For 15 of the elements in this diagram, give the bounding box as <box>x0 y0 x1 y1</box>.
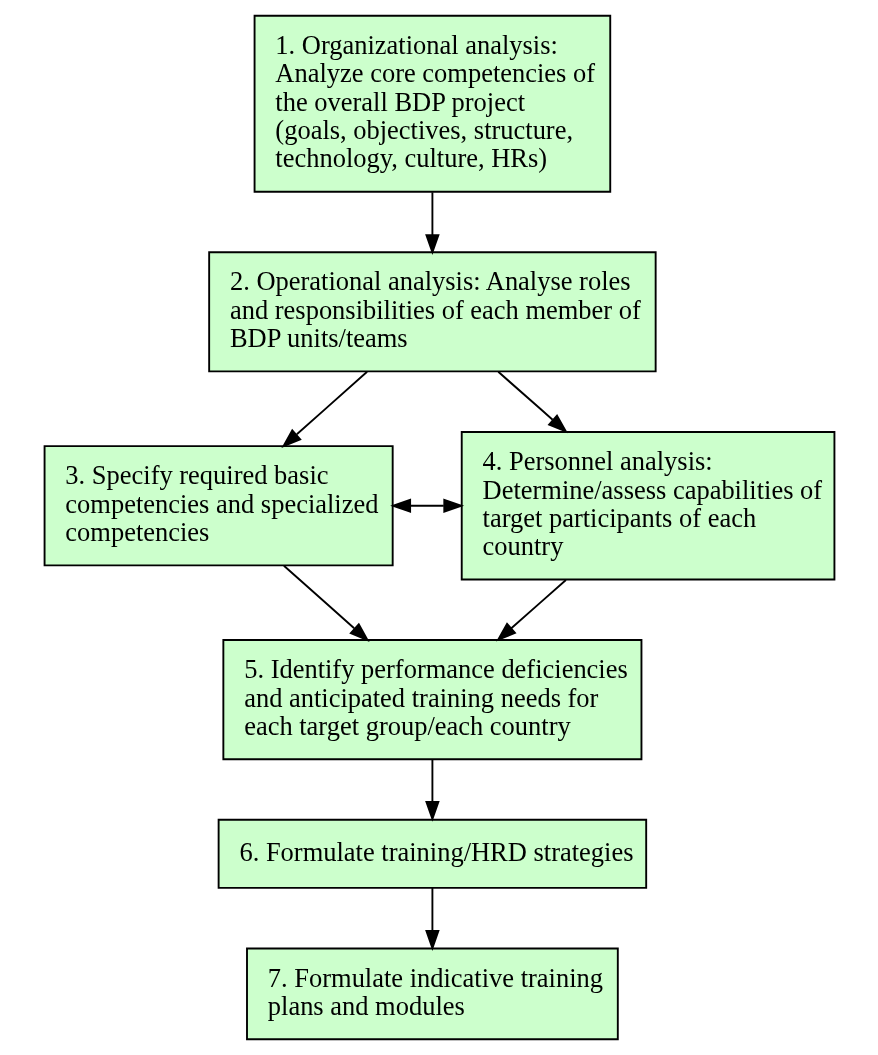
node-box: 2. Operational analysis: Analyse roles and responsibilities of each member of BDP units/teams <box>207 251 657 373</box>
arrow <box>389 498 464 514</box>
arrow <box>424 887 440 951</box>
arrow <box>424 191 440 256</box>
node-box: 7. Formulate indicative training plans and modules <box>245 947 619 1041</box>
node-box: 3. Specify required basic competencies and specialized competencies <box>43 445 394 567</box>
node-box: 6. Formulate training/HRD strategies <box>217 818 647 889</box>
node-box: 1. Organizational analysis: Analyze core competencies of the overall BDP project (goals, objectives, structure, technology, culture, HRs) <box>253 14 611 193</box>
arrow <box>424 758 440 822</box>
arrow <box>280 370 368 449</box>
node-box: 4. Personnel analysis: Determine/assess capabilities of target participants of each country <box>460 431 835 581</box>
node-box: 5. Identify performance deficiencies and anticipated training needs for each target group/each country <box>221 639 642 761</box>
arrow <box>496 370 568 434</box>
arrow <box>282 564 370 642</box>
arrow <box>495 579 567 642</box>
